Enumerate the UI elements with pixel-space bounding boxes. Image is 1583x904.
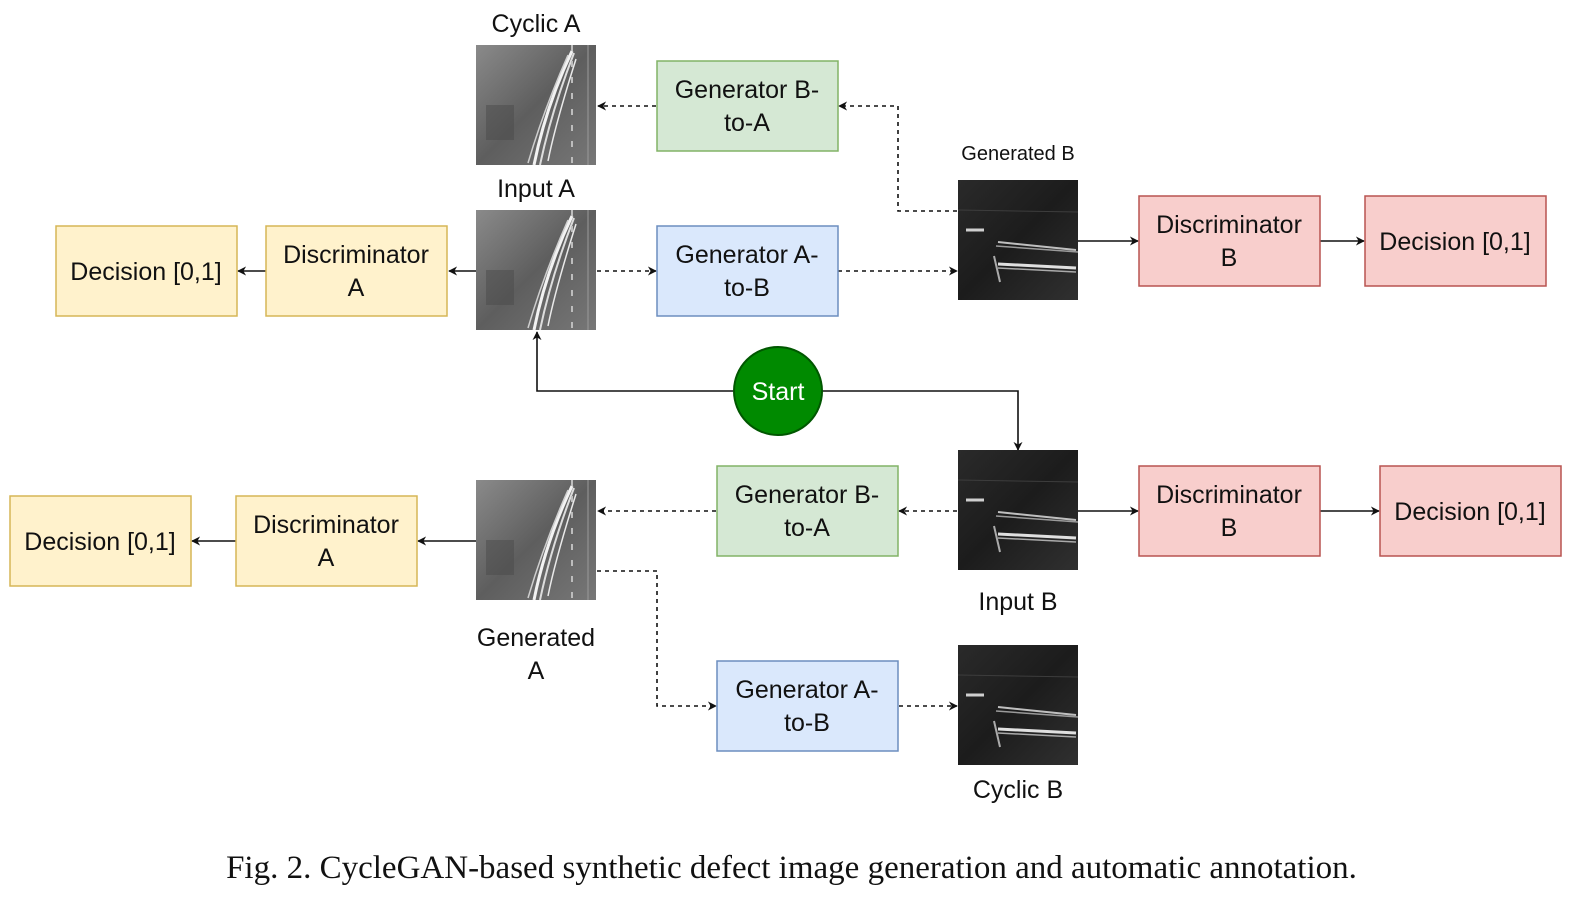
bottom-decision-a: Decision [0,1]: [9, 495, 192, 587]
start-node: Start: [733, 346, 823, 436]
top-generator-a-to-b: Generator A- to-B: [656, 225, 839, 317]
top-generator-b-to-a: Generator B- to-A: [656, 60, 839, 152]
input-b-label: Input B: [978, 588, 1057, 616]
cyclic-b-label: Cyclic B: [973, 776, 1063, 804]
top-disc-a-line1: Discriminator: [283, 241, 429, 269]
connectors: [191, 101, 1380, 711]
input-b-image: [958, 450, 1078, 570]
cyclic-b-image: [958, 645, 1078, 765]
arrow-generated-b-to-gen-ba: [838, 101, 957, 212]
bottom-gen-ba-line2: to-A: [784, 514, 830, 542]
bottom-gen-ab-line2: to-B: [784, 709, 830, 737]
bottom-gen-ab-line1: Generator A-: [735, 676, 878, 704]
generated-a-label-line1: Generated: [477, 624, 595, 652]
input-a-label: Input A: [497, 175, 575, 203]
top-decision-b: Decision [0,1]: [1364, 195, 1547, 287]
generated-a-label-line2: A: [528, 657, 545, 685]
top-disc-a-line2: A: [348, 274, 365, 302]
top-discriminator-b: Discriminator B: [1138, 195, 1321, 287]
cyclic-a-image: [476, 45, 596, 165]
top-gen-ba-line1: Generator B-: [675, 76, 820, 104]
top-decision-a: Decision [0,1]: [55, 225, 238, 317]
bottom-discriminator-a: Discriminator A: [235, 495, 418, 587]
generated-a-image: [476, 480, 596, 600]
image-labels: Cyclic A Input A Generated B Input B Gen…: [477, 10, 1075, 804]
bottom-disc-a-line2: A: [318, 544, 335, 572]
input-a-image: [476, 210, 596, 330]
top-gen-ab-line1: Generator A-: [675, 241, 818, 269]
generated-b-label: Generated B: [961, 143, 1074, 165]
top-disc-b-line2: B: [1221, 244, 1238, 272]
bottom-gen-ba-line1: Generator B-: [735, 481, 880, 509]
bottom-disc-a-line1: Discriminator: [253, 511, 399, 539]
bottom-generator-b-to-a: Generator B- to-A: [716, 465, 899, 557]
cyclic-a-label: Cyclic A: [492, 10, 581, 38]
top-decision-a-text: Decision [0,1]: [70, 258, 221, 286]
bottom-discriminator-b: Discriminator B: [1138, 465, 1321, 557]
top-disc-b-line1: Discriminator: [1156, 211, 1302, 239]
bottom-decision-b-text: Decision [0,1]: [1394, 498, 1545, 526]
top-gen-ab-line2: to-B: [724, 274, 770, 302]
bottom-disc-b-line1: Discriminator: [1156, 481, 1302, 509]
arrow-start-to-input-b: [822, 390, 1023, 451]
generated-b-image: [958, 180, 1078, 300]
top-decision-b-text: Decision [0,1]: [1379, 228, 1530, 256]
bottom-generator-a-to-b: Generator A- to-B: [716, 660, 899, 752]
start-label: Start: [752, 378, 805, 406]
bottom-decision-a-text: Decision [0,1]: [24, 528, 175, 556]
arrow-start-to-input-a: [532, 331, 733, 392]
figure-caption: Fig. 2. CycleGAN-based synthetic defect …: [226, 850, 1357, 886]
top-gen-ba-line2: to-A: [724, 109, 770, 137]
top-discriminator-a: Discriminator A: [265, 225, 448, 317]
bottom-decision-b: Decision [0,1]: [1379, 465, 1562, 557]
bottom-disc-b-line2: B: [1221, 514, 1238, 542]
arrow-generated-a-to-gen-ab: [597, 570, 717, 711]
